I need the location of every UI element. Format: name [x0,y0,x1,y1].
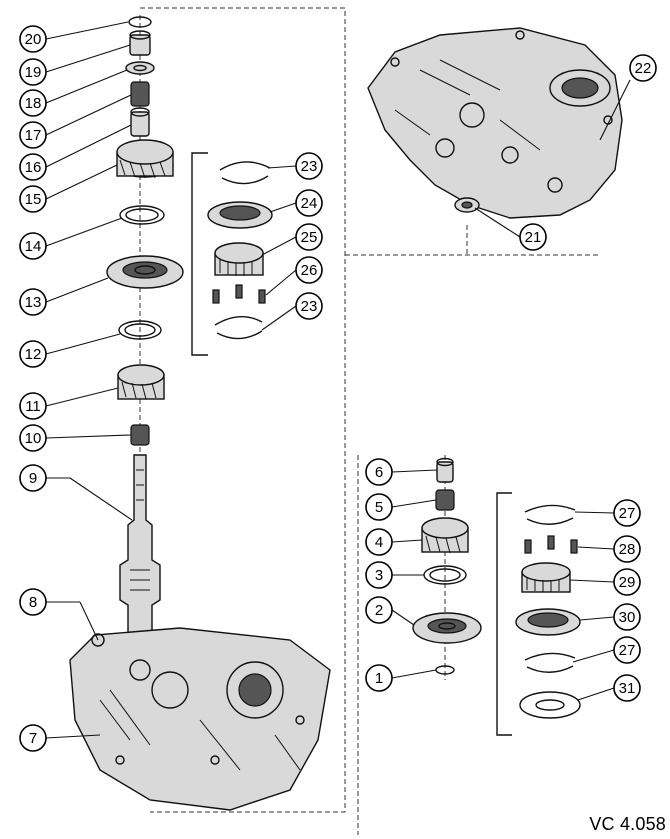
callout-24: 24 [295,189,323,217]
callout-10: 10 [19,424,47,452]
right-stack-parts [412,457,482,675]
callout-label: 29 [619,574,636,591]
callout-12: 12 [19,340,47,368]
callout-22: 22 [629,54,657,82]
callout-label: 9 [29,470,37,487]
callout-16: 16 [19,153,47,181]
callout-20: 20 [19,25,47,53]
callout-label: 10 [25,430,42,447]
callout-label: 1 [375,670,383,687]
callout-label: 8 [29,594,37,611]
upper-synchro-parts [207,161,273,340]
callout-label: 31 [619,680,636,697]
callout-8: 8 [19,588,47,616]
callout-11: 11 [19,392,47,420]
callout-label: 23 [301,158,318,175]
callout-label: 13 [25,294,42,311]
callout-4: 4 [365,528,393,556]
callout-label: 24 [301,195,318,212]
callout-label: 27 [619,642,636,659]
callout-label: 14 [25,238,42,255]
callout-15: 15 [19,185,47,213]
clutch-housing [367,27,623,219]
callout-7: 7 [19,724,47,752]
callout-28: 28 [613,535,641,563]
callout-label: 25 [301,229,318,246]
callout-label: 20 [25,31,42,48]
leader-lines [45,21,631,739]
callout-label: 15 [25,191,42,208]
left-stack-parts [69,16,331,811]
callout-label: 23 [301,298,318,315]
callout-19: 19 [19,58,47,86]
callout-label: 26 [301,262,318,279]
callout-label: 4 [375,534,383,551]
callout-label: 27 [619,505,636,522]
callout-23-bottom: 23 [295,292,323,320]
callout-26: 26 [295,256,323,284]
callout-6: 6 [365,458,393,486]
callout-27-bottom: 27 [613,636,641,664]
callout-label: 11 [25,398,41,415]
callouts: 20 19 18 17 16 15 14 13 12 11 10 9 8 7 2… [19,25,657,752]
callout-label: 17 [25,127,42,144]
callout-label: 12 [25,346,42,363]
callout-label: 2 [375,602,383,619]
callout-label: 16 [25,159,42,176]
callout-17: 17 [19,121,47,149]
part-21-seal [454,197,480,213]
callout-5: 5 [365,493,393,521]
callout-29: 29 [613,568,641,596]
lower-synchro-parts [515,504,581,719]
callout-label: 21 [525,229,542,246]
callout-21: 21 [519,223,547,251]
figure-reference-code: VC 4.058 [589,814,666,834]
callout-14: 14 [19,232,47,260]
callout-1: 1 [365,664,393,692]
callout-label: 5 [375,499,383,516]
callout-label: 18 [25,95,42,112]
callout-label: 28 [619,541,636,558]
callout-2: 2 [365,596,393,624]
callout-label: 30 [619,609,636,626]
callout-18: 18 [19,89,47,117]
callout-23-top: 23 [295,152,323,180]
callout-25: 25 [295,223,323,251]
callout-label: 6 [375,464,383,481]
callout-27-top: 27 [613,499,641,527]
callout-31: 31 [613,674,641,702]
callout-label: 19 [25,64,42,81]
callout-3: 3 [365,561,393,589]
callout-label: 22 [635,60,652,77]
callout-label: 3 [375,567,383,584]
callout-label: 7 [29,730,37,747]
callout-30: 30 [613,603,641,631]
callout-9: 9 [19,464,47,492]
callout-13: 13 [19,288,47,316]
